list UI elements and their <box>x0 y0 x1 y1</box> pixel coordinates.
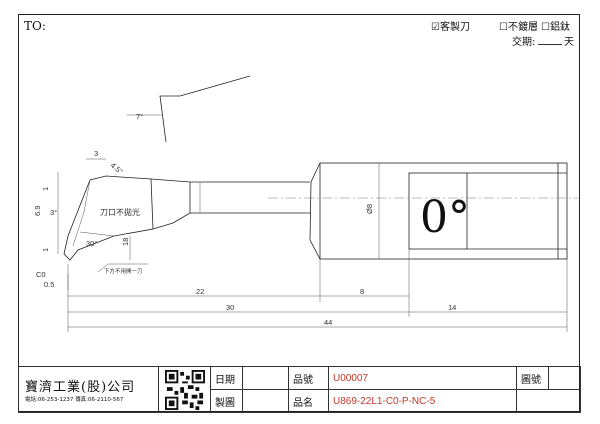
option-custom-checkbox[interactable]: ☑客製刀 <box>431 22 470 33</box>
dim-phi8: Ø8 <box>365 204 374 214</box>
company-cell: 寶濟工業(股)公司 電話:06-253-1237 傳真:06-2110-567 <box>18 366 159 413</box>
drawing-label: 製圖 <box>210 389 243 413</box>
note-edge-unpolished: 刀口不拋光 <box>100 207 140 217</box>
leader-lower-note <box>97 263 148 273</box>
company-phone: 電話:06-253-1237 傳真:06-2110-567 <box>25 397 124 403</box>
to-label: TO: <box>24 19 46 33</box>
title-block: 寶濟工業(股)公司 電話:06-253-1237 傳真:06-2110-567 <box>18 366 581 413</box>
qr-code-icon <box>164 369 205 410</box>
shank-outline <box>319 162 568 260</box>
dim-3-top: 3 <box>94 149 98 158</box>
dim-3deg: 3° <box>50 208 57 217</box>
dim-44: 44 <box>324 318 332 327</box>
dim-30deg: 30° <box>86 239 97 248</box>
empty-cell <box>516 389 581 413</box>
dim-7deg: 7° <box>136 112 143 121</box>
qr-code-cell <box>158 366 211 413</box>
dim-6-9: 6.9 <box>33 206 42 216</box>
dim-c0: C0 <box>36 270 46 279</box>
dim-22: 22 <box>196 287 204 296</box>
flat-angle-label: 0° <box>420 192 470 243</box>
tool-drawing: 3 4.5° 7° 6.9 3° 1 1 30° 18 C0 0.5 Ø8 22… <box>33 75 578 332</box>
neck-outline <box>150 178 310 230</box>
company-name: 寶濟工業(股)公司 <box>25 380 136 395</box>
delivery-input[interactable] <box>538 44 562 45</box>
part-name-value: U869-22L1-C0-P-NC-5 <box>328 389 517 413</box>
drawing-value <box>242 389 289 413</box>
part-no-value: U00007 <box>328 366 517 390</box>
dim-angle-45: 4.5° <box>109 161 125 177</box>
note-lower-side: 下方不用開一刀 <box>104 267 143 275</box>
dim-0-5: 0.5 <box>44 280 54 289</box>
dim-1-top: 1 <box>41 187 50 191</box>
delivery-unit: 天 <box>564 37 574 48</box>
option-altin-checkbox[interactable]: ☐鋁鈦 <box>541 22 570 33</box>
dim-1-bottom: 1 <box>41 248 50 252</box>
dim-18: 18 <box>121 238 130 246</box>
delivery-label: 交期: <box>512 37 536 48</box>
dim-8: 8 <box>360 287 364 296</box>
cutting-head-outline <box>63 175 154 261</box>
option-no-coating-checkbox[interactable]: ☐不鍍層 <box>499 22 538 33</box>
dim-30: 30 <box>226 303 234 312</box>
date-label: 日期 <box>210 366 243 390</box>
part-name-label: 品名 <box>288 389 329 413</box>
drawing-no-label: 圖號 <box>516 366 549 390</box>
date-value <box>242 366 289 390</box>
drawing-no-value <box>548 366 581 390</box>
dim-14: 14 <box>448 303 456 312</box>
shank-flat <box>408 172 468 250</box>
relief-detail-view <box>159 75 251 143</box>
shank-taper <box>309 162 321 260</box>
part-no-label: 品號 <box>288 366 329 390</box>
